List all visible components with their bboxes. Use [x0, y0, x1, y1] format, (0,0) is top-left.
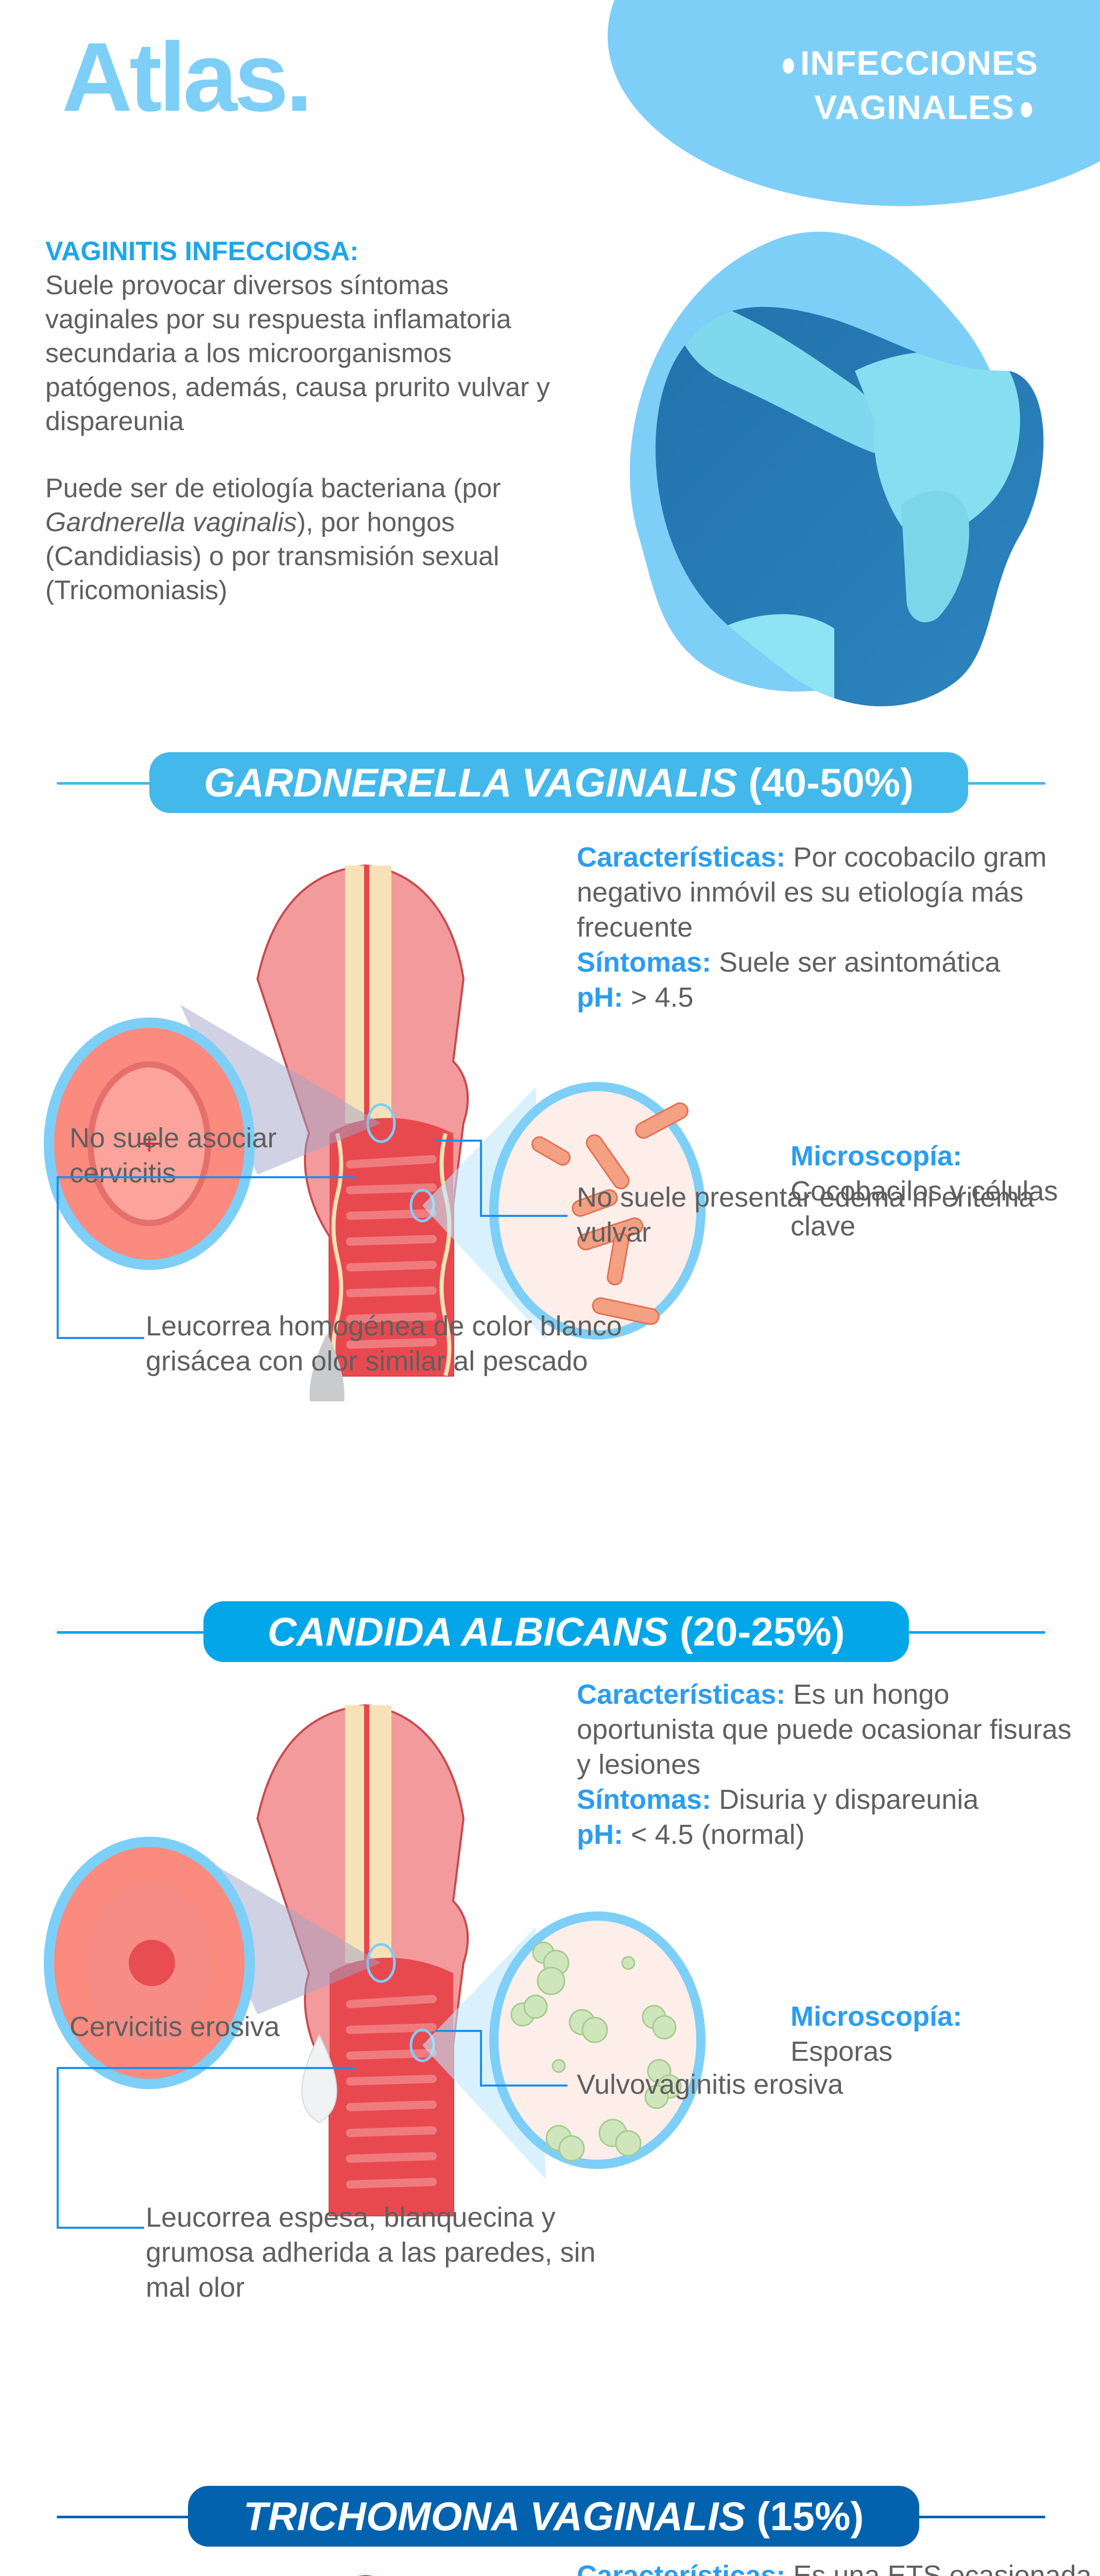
gardnerella-anatomy-illustration — [44, 864, 706, 1401]
callout-line — [480, 1140, 482, 1217]
callout-line — [57, 2067, 355, 2069]
candida-info: Características: Es un hongo oportunista… — [577, 1679, 1072, 1851]
candida-discharge-label: Leucorrea espesa, blanquecina y grumosa … — [146, 2202, 596, 2303]
candida-anatomy-illustration — [44, 1704, 706, 2216]
candida-microscopy: Microscopía: Esporas — [790, 2001, 963, 2067]
divider-line — [57, 782, 211, 785]
cervix-zoom-circle — [44, 1018, 255, 1270]
intro-paragraph-2: Puede ser de etiología bacteriana (por G… — [45, 473, 501, 606]
callout-line — [57, 1337, 144, 1339]
candida-vulva-label: Vulvovaginitis erosiva — [577, 2069, 844, 2100]
discharge-drop — [310, 1333, 345, 1401]
divider-line — [891, 1631, 1045, 1634]
divider-line — [57, 1631, 221, 1634]
brand-logo: Atlas. — [62, 23, 313, 132]
callout-line — [57, 1176, 355, 1178]
trichomona-anatomy-illustration — [357, 2574, 373, 2576]
intro-photo — [566, 216, 1061, 721]
section-title-pill: GARDNERELLA VAGINALIS (40-50%) — [149, 752, 968, 813]
gardnerella-vulva-label: No suele presentar edema ni eritema vulv… — [577, 1182, 1035, 1248]
section-trichomona-header: TRICHOMONA VAGINALIS (15%) — [57, 2486, 1045, 2547]
gardnerella-cervix-label: No suele asociar cervicitis — [70, 1123, 277, 1189]
divider-line — [57, 2516, 211, 2518]
intro-paragraph-1: Suele provocar diversos síntomas vaginal… — [45, 270, 550, 437]
trichomona-info: Características: Es una ETS ocasionada p… — [577, 2560, 1092, 2576]
gardnerella-microscopy: Microscopía: Cocobacilos y células clave — [790, 1141, 1058, 1242]
section-title-pill: TRICHOMONA VAGINALIS (15%) — [188, 2486, 919, 2547]
page-title: INFECCIONES VAGINALES — [777, 41, 1038, 130]
callout-line — [57, 1176, 59, 1338]
bullet-dot-icon — [782, 58, 794, 74]
callout-line — [480, 2084, 568, 2087]
callout-line — [435, 1140, 482, 1142]
divider-line — [891, 2516, 1045, 2518]
gardnerella-discharge-label: Leucorrea homogénea de color blanco gris… — [146, 1311, 622, 1377]
candida-cervix-label: Cervicitis erosiva — [70, 2011, 280, 2042]
intro-heading: VAGINITIS INFECCIOSA: — [45, 236, 359, 266]
microscopy-circle — [489, 1082, 706, 1340]
section-gardnerella-header: GARDNERELLA VAGINALIS (40-50%) — [57, 752, 1045, 813]
intro-text: VAGINITIS INFECCIOSA: Suele provocar div… — [45, 234, 560, 640]
callout-line — [435, 2030, 482, 2032]
section-title-pill: CANDIDA ALBICANS (20-25%) — [203, 1601, 909, 1662]
callout-line — [57, 2067, 59, 2228]
divider-line — [932, 782, 1045, 785]
callout-line — [480, 2030, 482, 2087]
gardnerella-info: Características: Por cocobacilo gram neg… — [577, 842, 1047, 1013]
callout-line — [480, 1215, 568, 1217]
bullet-dot-icon — [1021, 102, 1032, 118]
callout-line — [57, 2227, 144, 2229]
section-candida-header: CANDIDA ALBICANS (20-25%) — [57, 1601, 1045, 1662]
